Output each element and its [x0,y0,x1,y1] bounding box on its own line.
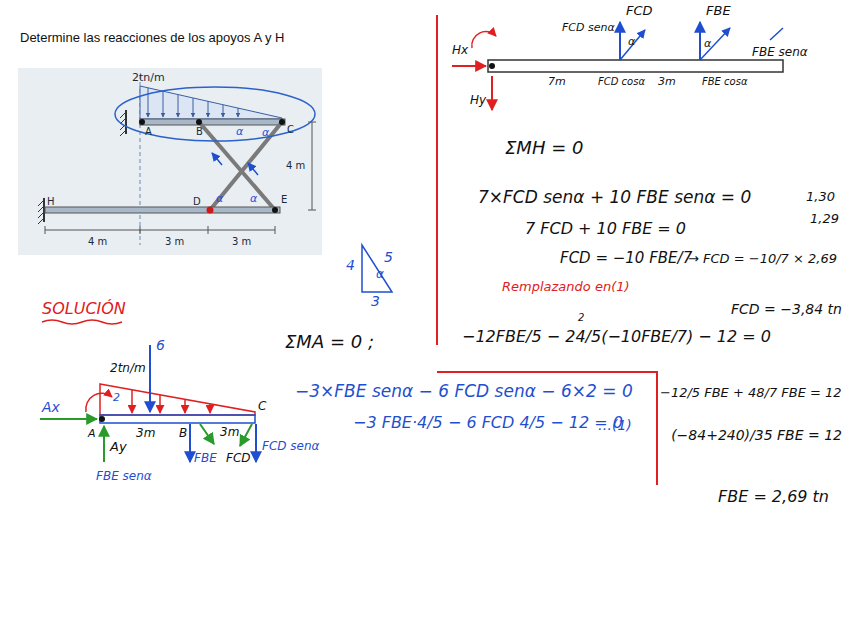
annotation-text: 2 [113,392,120,404]
annotation-text: 4 m [88,236,107,247]
annotation-text: FBE senα [96,470,152,483]
annotation-text: FBE = 2,69 tn [718,488,829,506]
annotation-text: 7m [548,76,566,88]
annotation-text: B [179,427,187,440]
annotation-text: −12/5 FBE + 48/7 FBE = 12 [660,386,842,400]
annotation-text: Remplazando en(1) [502,280,630,294]
annotation-text: FBE senα [752,46,808,59]
annotation-text: FCD cosα [598,76,645,87]
annotation-text: 7×FCD senα + 10 FBE senα = 0 [478,188,751,207]
annotation-text: α [236,126,243,138]
annotation-text: α [704,38,711,50]
annotation-text: E [281,194,287,205]
annotation-text: 1,30 [806,190,835,204]
annotation-text: ΣMH = 0 [505,138,583,158]
annotation-text: H [47,196,55,207]
annotation-text: α [628,36,635,48]
annotation-text: Hx [452,44,468,57]
annotation-text: 2tn/m [110,362,146,375]
annotation-text: FCD senα [262,440,320,453]
annotation-text: FCD [626,4,653,18]
problem-figure [18,68,322,255]
annotation-text: −3 FBE·4/5 − 6 FCD 4/5 − 12 = 0 [353,414,623,432]
free-body-h [452,22,783,110]
annotation-text: A [88,428,96,440]
annotation-text: α [262,127,269,139]
annotation-text: → FCD = −10/7 × 2,69 [688,252,837,266]
annotation-text: A [145,126,152,137]
annotation-text: FCD [226,452,251,465]
annotation-text: 1,29 [810,212,839,226]
annotation-text: (−84+240)/35 FBE = 12 [671,428,842,443]
annotation-text: α [250,193,257,205]
annotation-text: 4 [346,258,355,273]
annotation-text: −12FBE/5 − 24/5(−10FBE/7) − 12 = 0 [462,328,771,346]
annotation-text: Ax [42,400,60,415]
annotation-text: 2tn/m [132,72,165,84]
annotation-text: C [258,400,266,413]
annotation-text: ΣMA = 0 ; [285,332,374,352]
problem-title: Determine las reacciones de los apoyos A… [20,30,284,45]
annotation-text: −3×FBE senα − 6 FCD senα − 6×2 = 0 [295,382,633,401]
annotation-text: 3m [220,426,239,439]
annotation-text: 3m [136,427,155,440]
annotation-text: 3m [658,76,676,88]
annotation-text: B [196,126,203,137]
annotation-text: …(1) [598,418,632,433]
annotation-text: Ay [110,440,127,454]
annotation-text: 3 [371,294,380,309]
annotation-text: FBE [706,4,731,18]
annotation-text: Hy [470,94,486,107]
annotation-text: SOLUCIÓN [42,300,126,318]
annotation-text: 3 m [232,236,251,247]
annotation-text: α [376,268,384,281]
slope-triangle [362,245,392,292]
annotation-text: 5 [384,250,393,265]
annotation-text: 4 m [286,160,305,171]
annotation-text: α [216,193,223,205]
free-body-abc [40,345,256,462]
annotation-text: C [287,124,294,135]
annotation-text: 7 FCD + 10 FBE = 0 [525,220,686,238]
annotation-text: 3 m [165,236,184,247]
annotation-text: 2 [578,312,584,323]
annotation-text: D [193,196,201,207]
annotation-text: FCD = −10 FBE/7 [560,250,692,267]
annotation-text: FBE cosα [702,76,748,87]
annotation-text: 6 [156,338,165,353]
annotation-text: FCD = −3,84 tn [731,302,842,317]
annotation-text: FCD senα [562,22,615,34]
annotation-text: FBE [194,452,217,465]
